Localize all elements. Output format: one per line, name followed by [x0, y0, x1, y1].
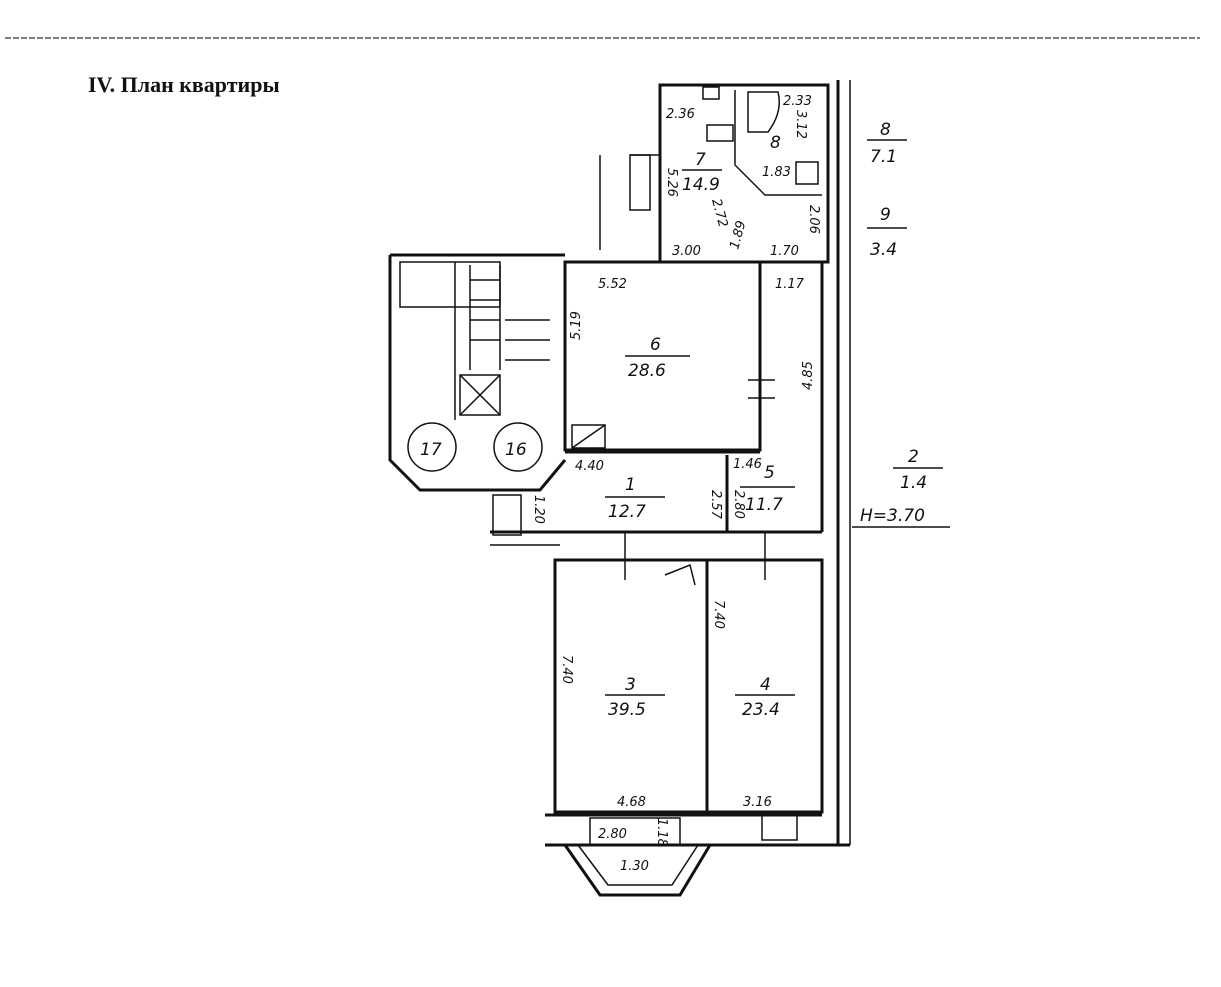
room-6-area: 28.6: [628, 361, 666, 381]
room-8-inner-number: 8: [770, 133, 781, 153]
dim-label: 3.00: [672, 244, 701, 259]
bay-window: [563, 817, 712, 897]
room-9-area: 3.4: [870, 240, 897, 260]
dim-label: 1.20: [531, 495, 546, 524]
dim-label: 1.30: [620, 859, 649, 874]
room-2-area: 1.4: [900, 473, 927, 493]
room-8-area: 7.1: [870, 147, 897, 167]
dim-label: 7.40: [559, 655, 574, 684]
room-1-5-walls: [490, 450, 822, 546]
room-1-number: 1: [625, 475, 636, 495]
dim-label: 5.26: [664, 168, 679, 197]
dimension-labels: 2.36 2.33 3.12 1.83 5.26 2.72 1.89 3.00 …: [531, 94, 821, 874]
dim-label: 1.70: [770, 244, 799, 259]
dim-label: 5.19: [569, 311, 584, 340]
room-9-number: 9: [880, 205, 891, 225]
plan-title: IV. План квартиры: [88, 72, 280, 97]
room-2-number: 2: [908, 447, 919, 467]
stair-marker-17-label: 17: [420, 440, 442, 460]
ceiling-height: H=3.70: [860, 506, 925, 526]
room-6-walls: [563, 260, 824, 532]
room-3-4-walls: [553, 532, 824, 841]
stair-marker-16-label: 16: [505, 440, 527, 460]
dim-label: 2.80: [731, 490, 746, 519]
dim-label: 2.06: [806, 205, 821, 234]
room-7-number: 7: [695, 150, 706, 170]
room-1-area: 12.7: [608, 502, 646, 522]
dim-label: 5.52: [598, 277, 627, 292]
dim-label: 2.57: [708, 490, 723, 520]
room-labels: 1 12.7 2 1.4 H=3.70 3 39.5 4 23.4 5 11.7…: [605, 120, 950, 720]
dim-label: 1.18: [654, 818, 669, 847]
room-8-number: 8: [880, 120, 891, 140]
dim-label: 4.68: [617, 795, 646, 810]
room-5-number: 5: [764, 463, 775, 483]
room-6-number: 6: [650, 335, 661, 355]
room-4-number: 4: [760, 675, 771, 695]
room-4-area: 23.4: [742, 700, 780, 720]
dim-label: 3.12: [793, 110, 808, 139]
dim-label: 2.33: [783, 94, 812, 109]
room-3-number: 3: [625, 675, 636, 695]
dim-label: 4.40: [575, 459, 604, 474]
dim-label: 1.89: [727, 219, 749, 251]
room-7-area: 14.9: [682, 175, 720, 195]
dim-label: 1.83: [762, 165, 791, 180]
dim-label: 3.16: [743, 795, 772, 810]
dim-label: 4.85: [801, 361, 816, 390]
dim-label: 7.40: [711, 600, 726, 629]
dim-label: 2.36: [666, 107, 695, 122]
dim-label: 2.72: [708, 197, 730, 229]
stair-marker-16: [493, 422, 543, 472]
room-5-area: 11.7: [745, 495, 783, 515]
stairwell: 17 16: [388, 253, 567, 536]
stair-marker-17: [407, 422, 457, 472]
dim-label: 2.80: [598, 827, 627, 842]
dim-label: 1.46: [733, 457, 762, 472]
room-3-area: 39.5: [608, 700, 646, 720]
dim-label: 1.17: [775, 277, 805, 292]
